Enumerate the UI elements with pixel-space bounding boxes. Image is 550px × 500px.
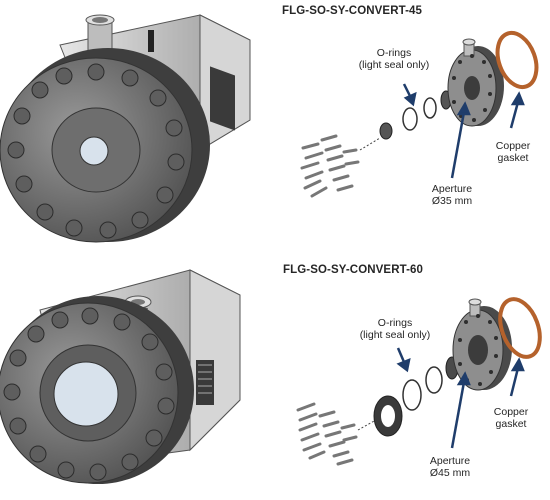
assembly-illustration-60 xyxy=(0,269,542,484)
copper-gasket xyxy=(498,297,542,359)
copper-gasket-label: Copper gasket xyxy=(493,406,529,430)
section-title: FLG-SO-SY-CONVERT-45 xyxy=(282,5,423,17)
callout-arrows xyxy=(402,83,525,179)
aperture-label: Aperture Ø35 mm xyxy=(431,183,473,207)
retaining-ring xyxy=(379,122,393,140)
o-rings-label: O-rings (light seal only) xyxy=(358,47,430,71)
flange-adapter xyxy=(452,298,512,391)
o-ring xyxy=(402,379,422,411)
callout-arrows xyxy=(396,347,525,449)
screw-set xyxy=(296,402,358,466)
screw-set xyxy=(300,134,360,198)
front-flange xyxy=(0,296,194,484)
section-title: FLG-SO-SY-CONVERT-60 xyxy=(283,264,424,276)
o-ring xyxy=(402,107,418,131)
o-rings-label: O-rings (light seal only) xyxy=(359,317,431,341)
front-flange xyxy=(0,48,210,243)
section-convert-45: FLG-SO-SY-CONVERT-45 xyxy=(0,5,539,243)
aperture-label: Aperture Ø45 mm xyxy=(429,455,471,479)
section-convert-60: FLG-SO-SY-CONVERT-60 xyxy=(0,250,550,500)
copper-gasket-label: Copper gasket xyxy=(495,140,531,164)
o-ring xyxy=(423,97,437,119)
assembly-illustration-45 xyxy=(0,14,539,243)
exploded-view xyxy=(296,297,542,466)
copper-gasket xyxy=(495,30,539,90)
o-ring xyxy=(425,366,443,394)
